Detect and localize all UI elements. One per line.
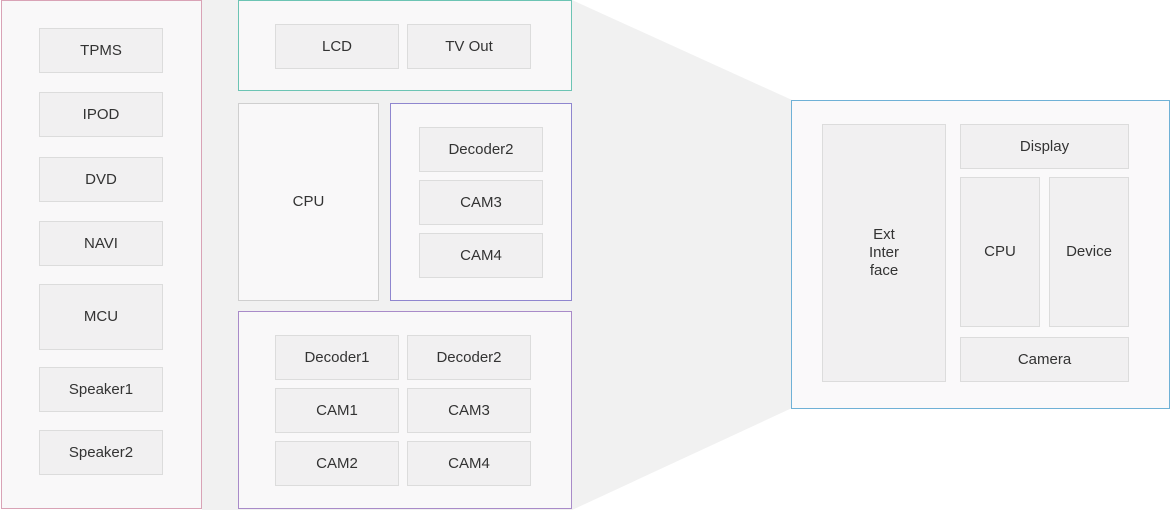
camera-block: Camera <box>960 337 1129 382</box>
left-panel: TPMS IPOD DVD NAVI MCU Speaker1 Speaker2 <box>1 0 202 509</box>
navi-block: NAVI <box>39 221 163 266</box>
decoder2-block: Decoder2 <box>407 335 531 380</box>
device-block: Device <box>1049 177 1129 327</box>
decoder-group: Decoder1 Decoder2 CAM1 CAM3 CAM2 CAM4 <box>238 311 572 509</box>
cam2-block: CAM2 <box>275 441 399 486</box>
speaker1-block: Speaker1 <box>39 367 163 412</box>
speaker2-block: Speaker2 <box>39 430 163 475</box>
cam4-block: CAM4 <box>407 441 531 486</box>
mcu-block: MCU <box>39 284 163 350</box>
tpms-block: TPMS <box>39 28 163 73</box>
cpu-block: CPU <box>238 103 379 301</box>
ipod-block: IPOD <box>39 92 163 137</box>
decoder2-block: Decoder2 <box>419 127 543 172</box>
decoder1-block: Decoder1 <box>275 335 399 380</box>
cam3-block: CAM3 <box>419 180 543 225</box>
ext-interface-block: Ext Inter face <box>822 124 946 382</box>
display-group: LCD TV Out <box>238 0 572 91</box>
right-panel: Ext Inter face Display CPU Device Camera <box>791 100 1170 409</box>
cam3-block: CAM3 <box>407 388 531 433</box>
right-cpu-block: CPU <box>960 177 1040 327</box>
cam1-block: CAM1 <box>275 388 399 433</box>
lcd-block: LCD <box>275 24 399 69</box>
cam-group: Decoder2 CAM3 CAM4 <box>390 103 572 301</box>
tv-out-block: TV Out <box>407 24 531 69</box>
cam4-block: CAM4 <box>419 233 543 278</box>
dvd-block: DVD <box>39 157 163 202</box>
display-block: Display <box>960 124 1129 169</box>
